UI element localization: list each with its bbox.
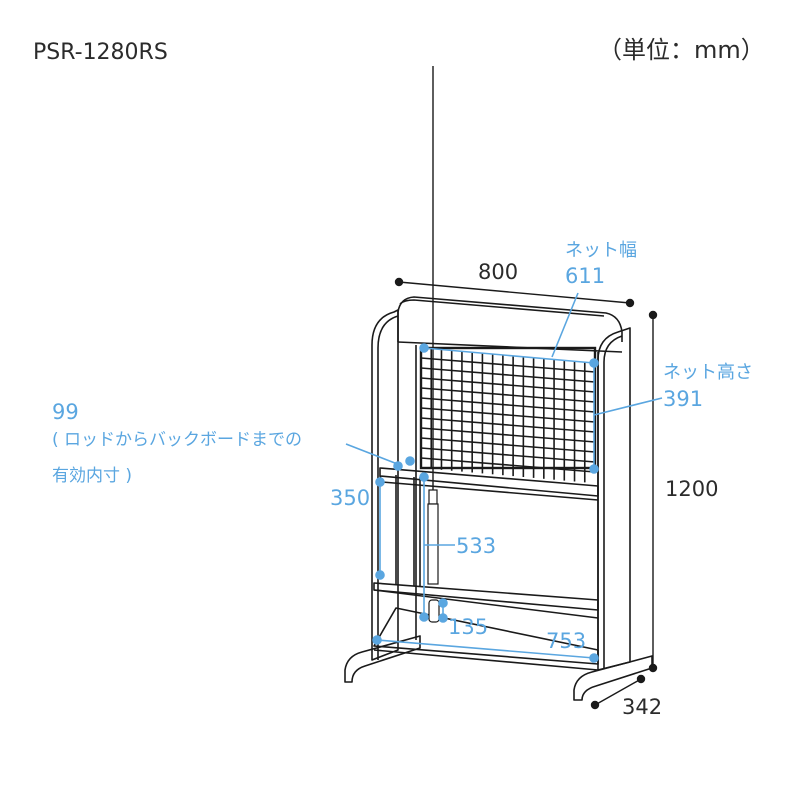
rod-backboard-note-2: 有効内寸 ): [52, 466, 133, 486]
depth-value: 342: [622, 695, 663, 719]
net-width-value: 611: [565, 264, 606, 288]
net-height-label: ネット高さ: [663, 362, 753, 383]
width-dimension-line: [398, 281, 631, 304]
width-value: 800: [478, 260, 519, 284]
lower-rod-holder: [373, 582, 599, 611]
right-foot: [573, 655, 653, 701]
rod-length-value: 533: [456, 534, 497, 558]
inner-width-value: 753: [546, 629, 587, 653]
inner-width-line: [376, 639, 595, 659]
shelf-gap-value: 350: [330, 486, 371, 510]
left-side-panel: [371, 309, 399, 661]
net-width-line: [423, 347, 595, 364]
model-number: PSR-1280RS: [33, 40, 168, 65]
rod-backboard-line: [345, 443, 401, 466]
back-board: [397, 296, 623, 342]
depth-dimension-line: [594, 678, 642, 706]
unit-note: （単位：mm）: [598, 36, 765, 64]
height-value: 1200: [665, 477, 719, 501]
rod-backboard-note-1: ( ロッドからバックボードまでの: [52, 430, 303, 450]
net-grid: [419, 346, 597, 483]
right-side-panel: [597, 327, 631, 671]
net-height-value: 391: [663, 387, 704, 411]
rod: [427, 66, 440, 623]
rod-backboard-value: 99: [52, 400, 79, 424]
upper-rod-holder: [379, 467, 599, 497]
net-width-label: ネット幅: [565, 240, 637, 261]
left-foot: [344, 635, 421, 683]
rod-foot-value: 135: [448, 615, 489, 639]
bottom-board: [373, 607, 599, 665]
